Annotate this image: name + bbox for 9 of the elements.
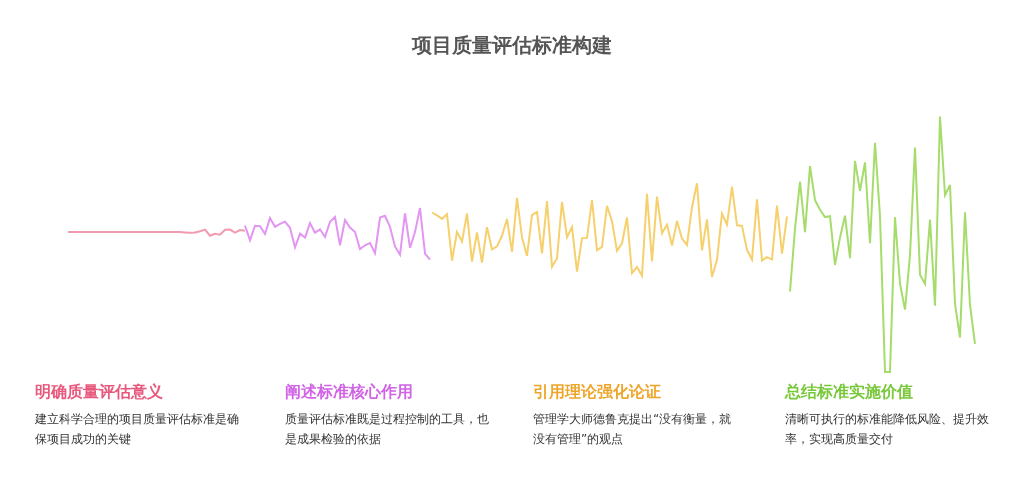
- description-text: 清晰可执行的标准能降低风险、提升效率，实现高质量交付: [785, 411, 990, 448]
- section-heading: 明确质量评估意义: [35, 382, 163, 403]
- section-heading: 阐述标准核心作用: [285, 382, 413, 403]
- title: 项目质量评估标准构建: [410, 32, 613, 59]
- description-text: 质量评估标准既是过程控制的工具，也是成果检验的依据: [285, 411, 490, 448]
- section-heading: 总结标准实施价值: [785, 382, 913, 403]
- description-text: 建立科学合理的项目质量评估标准是确保项目成功的关键: [35, 411, 240, 448]
- description-text: 管理学大师德鲁克提出“没有衡量，就没有管理”的观点: [533, 411, 733, 448]
- section-heading: 引用理论强化论证: [533, 382, 661, 403]
